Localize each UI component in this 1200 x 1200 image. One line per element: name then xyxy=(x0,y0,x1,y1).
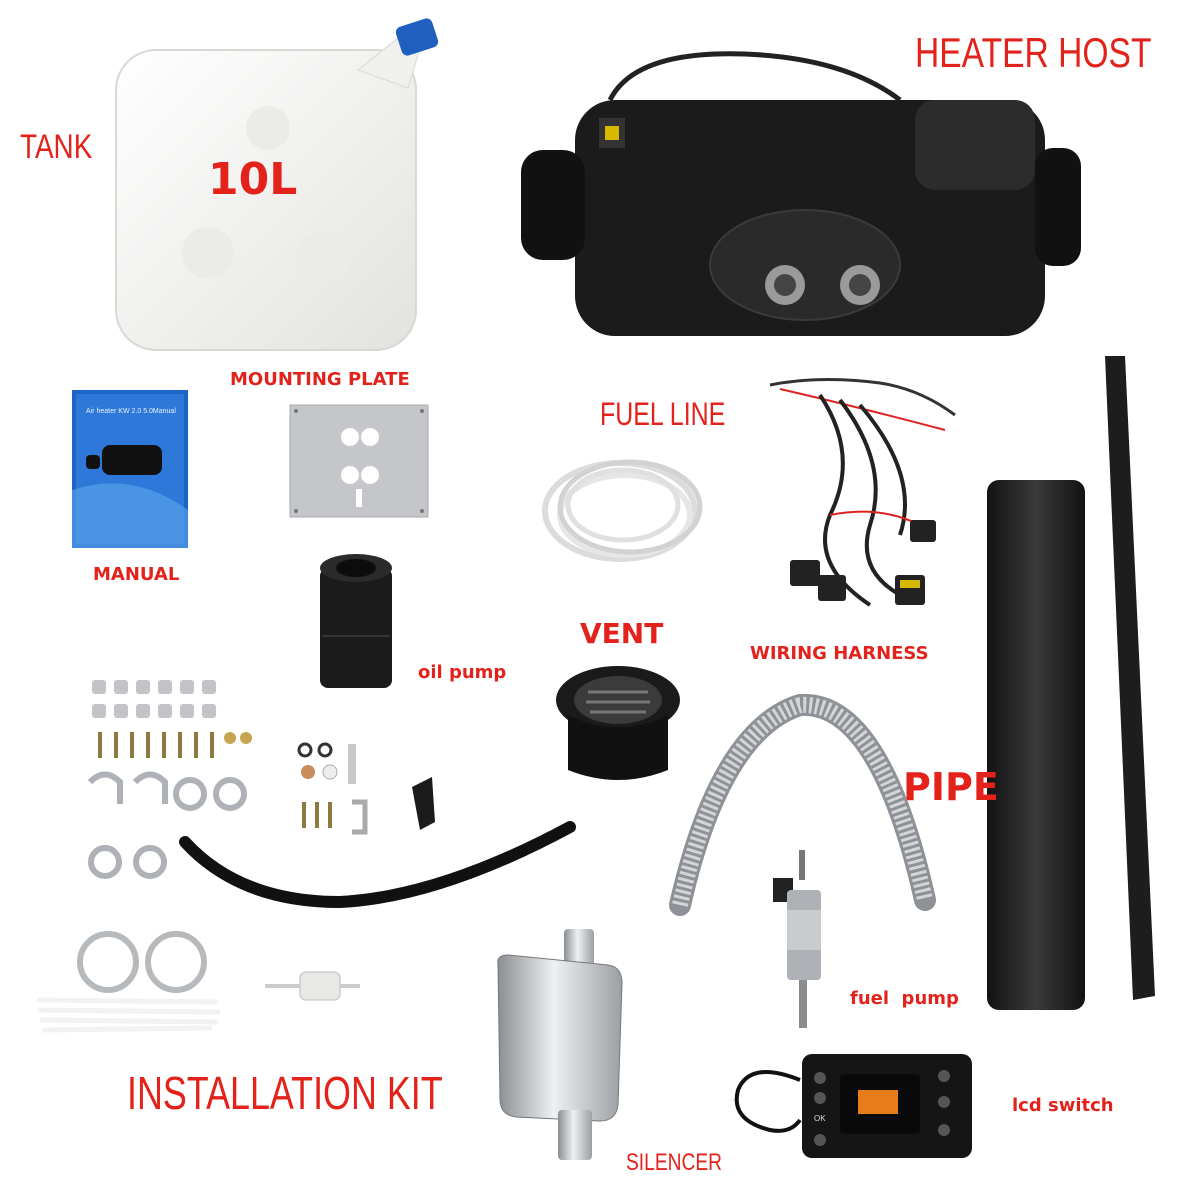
vent-label: VENT xyxy=(580,617,664,650)
lcd-switch-image: OK xyxy=(730,1050,980,1162)
exhaust-flex-pipe-image xyxy=(660,690,950,920)
tank-volume-label: 10L xyxy=(208,154,298,205)
mounting-plate-image xyxy=(289,404,429,518)
air-duct-pipe-image xyxy=(985,352,1165,1012)
silencer-image xyxy=(488,925,628,1165)
tank-label: TANK xyxy=(20,128,93,166)
vent-image xyxy=(548,660,688,790)
fuel-pump-image xyxy=(765,850,843,1030)
silencer-label: SILENCER xyxy=(626,1149,723,1176)
mounting-plate-label: MOUNTING PLATE xyxy=(230,369,410,390)
manual-label: MANUAL xyxy=(93,564,180,585)
wiring-harness-image xyxy=(760,375,970,625)
fuel-tank-image xyxy=(108,8,453,358)
fuel-pump-label: fuel pump xyxy=(850,988,959,1009)
wiring-harness-label: WIRING HARNESS xyxy=(750,643,929,664)
lcd-ok-key-label: OK xyxy=(814,1114,826,1123)
lcd-switch-label: lcd switch xyxy=(1012,1095,1114,1116)
heater-host-image xyxy=(515,40,1085,340)
pipe-label: PIPE xyxy=(903,765,999,809)
oil-pump-image xyxy=(310,548,402,690)
oil-pump-label: oil pump xyxy=(418,662,507,683)
manual-booklet-image: Air heater KW 2.0 5.0Manual xyxy=(72,390,188,548)
installation-kit-label: INSTALLATION KIT xyxy=(127,1067,443,1119)
fuel-line-image xyxy=(535,445,715,575)
fuel-line-label: FUEL LINE xyxy=(600,396,726,432)
heater-host-label: HEATER HOST xyxy=(915,29,1152,76)
manual-title: Air heater KW 2.0 5.0Manual xyxy=(86,408,176,415)
installation-kit-image xyxy=(37,672,580,1052)
